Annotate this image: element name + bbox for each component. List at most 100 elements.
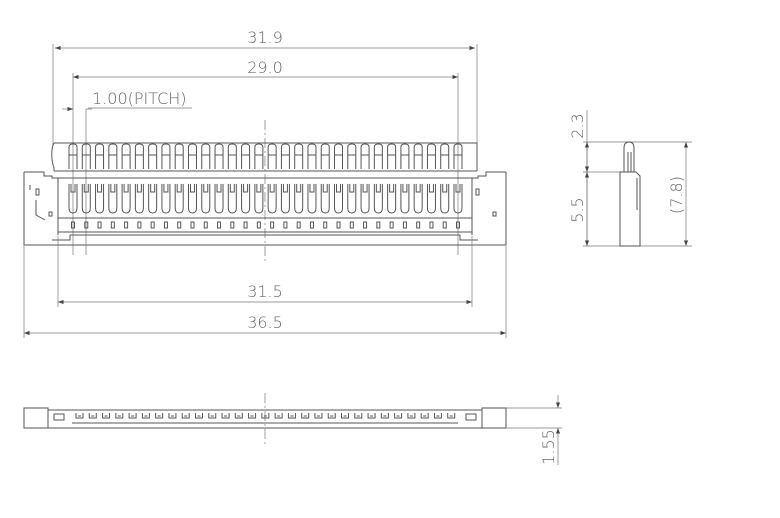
- pin: [280, 143, 290, 169]
- pin: [347, 143, 357, 169]
- pin: [394, 413, 403, 419]
- pin: [214, 143, 224, 169]
- pin: [387, 143, 397, 169]
- pin: [314, 413, 323, 419]
- pin: [137, 221, 142, 229]
- pin: [168, 413, 177, 419]
- pin-row-contacts: [68, 184, 463, 229]
- pin: [442, 221, 447, 229]
- pin: [121, 143, 131, 169]
- pin: [155, 413, 164, 419]
- pin: [148, 184, 158, 214]
- pin: [440, 143, 450, 169]
- pin: [230, 221, 235, 229]
- pin: [201, 184, 211, 214]
- pin: [453, 184, 463, 214]
- pin: [267, 143, 277, 169]
- pin: [134, 184, 144, 214]
- pin: [84, 221, 89, 229]
- pin: [274, 413, 283, 419]
- pin: [447, 413, 456, 419]
- pin: [413, 143, 423, 169]
- pin: [115, 413, 124, 419]
- pin: [294, 184, 304, 214]
- pin: [128, 413, 137, 419]
- pin: [426, 184, 436, 214]
- pin: [261, 413, 270, 419]
- pin: [320, 184, 330, 214]
- pin: [174, 143, 184, 169]
- pin: [187, 143, 197, 169]
- pin: [256, 221, 261, 229]
- pin: [296, 221, 301, 229]
- pin: [270, 221, 275, 229]
- pin: [413, 184, 423, 214]
- dim-label: 31.9: [247, 28, 283, 47]
- pin: [148, 143, 158, 169]
- pin: [95, 143, 105, 169]
- pin: [108, 143, 118, 169]
- pin: [68, 184, 78, 214]
- dim-pitch: 1.00(PITCH): [62, 89, 192, 255]
- pin: [190, 221, 195, 229]
- pin: [363, 221, 368, 229]
- pin: [294, 143, 304, 169]
- pin: [181, 413, 190, 419]
- pin: [214, 184, 224, 214]
- pin: [429, 221, 434, 229]
- pin: [174, 184, 184, 214]
- pin: [360, 143, 370, 169]
- pin: [400, 184, 410, 214]
- pin: [320, 143, 330, 169]
- pin: [227, 143, 237, 169]
- pin: [124, 221, 129, 229]
- pin: [373, 143, 383, 169]
- pin: [194, 413, 203, 419]
- pin: [334, 143, 344, 169]
- pin: [254, 143, 264, 169]
- pin: [307, 143, 317, 169]
- pin: [280, 184, 290, 214]
- dim-31-5: 31.5: [57, 236, 473, 307]
- pin: [110, 221, 115, 229]
- pin: [134, 143, 144, 169]
- pin: [203, 221, 208, 229]
- pin: [309, 221, 314, 229]
- pin: [71, 221, 75, 229]
- pin: [241, 143, 251, 169]
- pin: [234, 413, 243, 419]
- pin: [287, 413, 296, 419]
- pin: [407, 413, 416, 419]
- pin: [208, 413, 217, 419]
- pin: [307, 184, 317, 214]
- pin: [187, 184, 197, 214]
- pin: [161, 184, 171, 214]
- pitch-label: 1.00(PITCH): [92, 89, 187, 108]
- pin: [75, 413, 84, 419]
- pin: [248, 413, 257, 419]
- pin: [150, 221, 155, 229]
- dim-29-0: 29.0: [72, 58, 459, 255]
- pin: [402, 221, 407, 229]
- pin: [301, 413, 310, 419]
- pin: [95, 184, 105, 214]
- pin-row-bottom: [75, 413, 456, 419]
- pin: [347, 184, 357, 214]
- pin: [389, 221, 394, 229]
- pin: [433, 413, 442, 419]
- pin: [81, 143, 91, 169]
- pin: [341, 413, 350, 419]
- dim-label: 2.3: [568, 113, 587, 138]
- pin: [254, 184, 264, 214]
- pin: [456, 221, 460, 229]
- pin: [453, 143, 463, 169]
- pin: [161, 143, 171, 169]
- pin-row-top: [68, 143, 463, 169]
- pin: [243, 221, 248, 229]
- pin: [426, 143, 436, 169]
- dim-31-9: 31.9: [52, 28, 478, 145]
- pin: [376, 221, 381, 229]
- pin: [163, 221, 168, 229]
- pin: [217, 221, 222, 229]
